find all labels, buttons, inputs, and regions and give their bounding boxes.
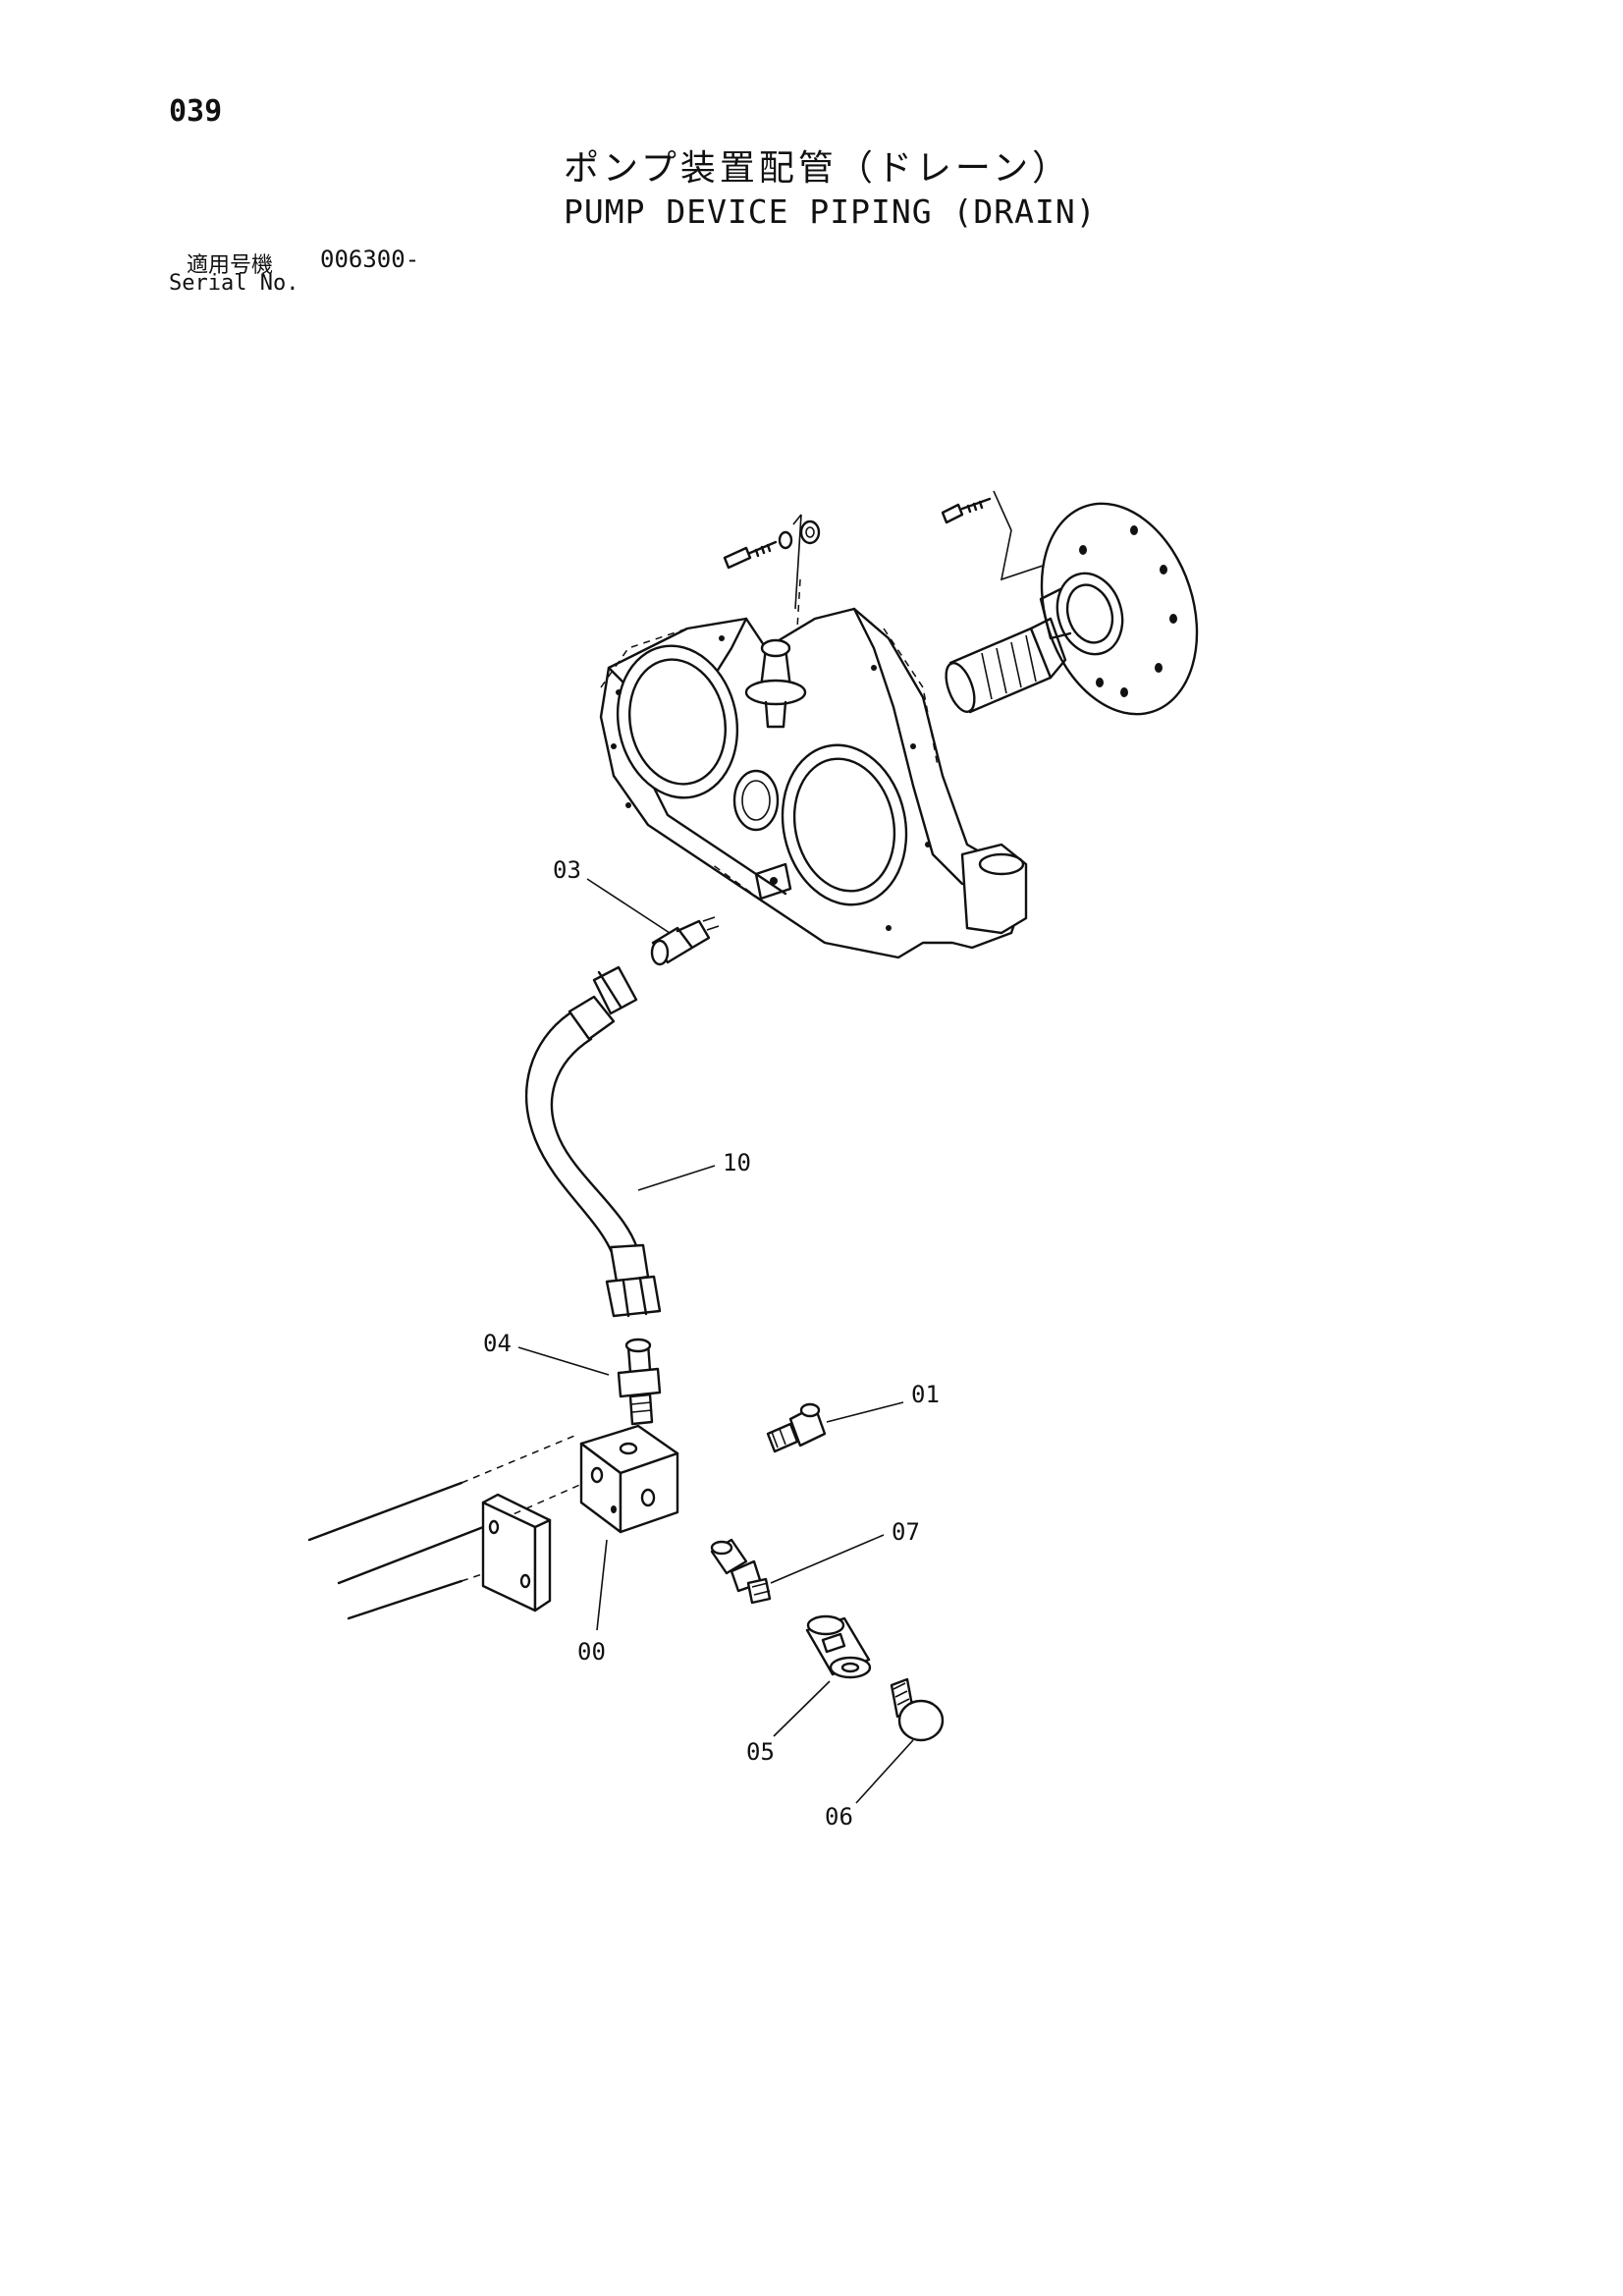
callout-labels: 03 10 04 01 07 00 05 06 [483,856,940,1831]
page-title-english: PUMP DEVICE PIPING (DRAIN) [564,192,1097,231]
callout-03: 03 [553,856,581,884]
callout-05: 05 [746,1738,775,1766]
callout-06: 06 [825,1803,853,1831]
callout-01: 01 [911,1381,940,1408]
serial-label-english: Serial No. [169,271,299,296]
fitting-05 [805,1614,872,1679]
flange-coupling [1039,502,1199,716]
spline-shaft [945,617,1067,714]
callout-07: 07 [892,1518,920,1546]
fitting-07 [710,1538,772,1605]
drain-block-00 [307,1424,679,1620]
leader-06 [855,1739,914,1804]
bolt-left-top [723,514,821,629]
serial-number-value: 006300- [320,246,420,273]
callout-04: 04 [483,1330,512,1357]
bolt-right-top [941,490,1061,581]
leader-04 [517,1346,610,1376]
hose-10 [524,965,662,1318]
page-number: 039 [169,94,223,129]
plug-06 [890,1677,945,1742]
serial-label-japanese: 適用号機 [187,253,274,278]
page-title-japanese: ポンプ装置配管（ドレーン） [564,148,1072,189]
fitting-03 [650,916,720,966]
leader-03 [586,878,671,934]
callout-10: 10 [723,1149,751,1176]
leader-05 [773,1680,831,1737]
leader-00 [596,1539,608,1631]
leader-07 [770,1534,885,1584]
leader-lines [517,878,914,1804]
pump-gear-housing [599,607,1028,959]
adapter-04 [617,1338,662,1426]
leader-10 [637,1165,716,1191]
fitting-01 [766,1402,827,1453]
callout-00: 00 [577,1638,606,1666]
leader-01 [826,1401,904,1423]
